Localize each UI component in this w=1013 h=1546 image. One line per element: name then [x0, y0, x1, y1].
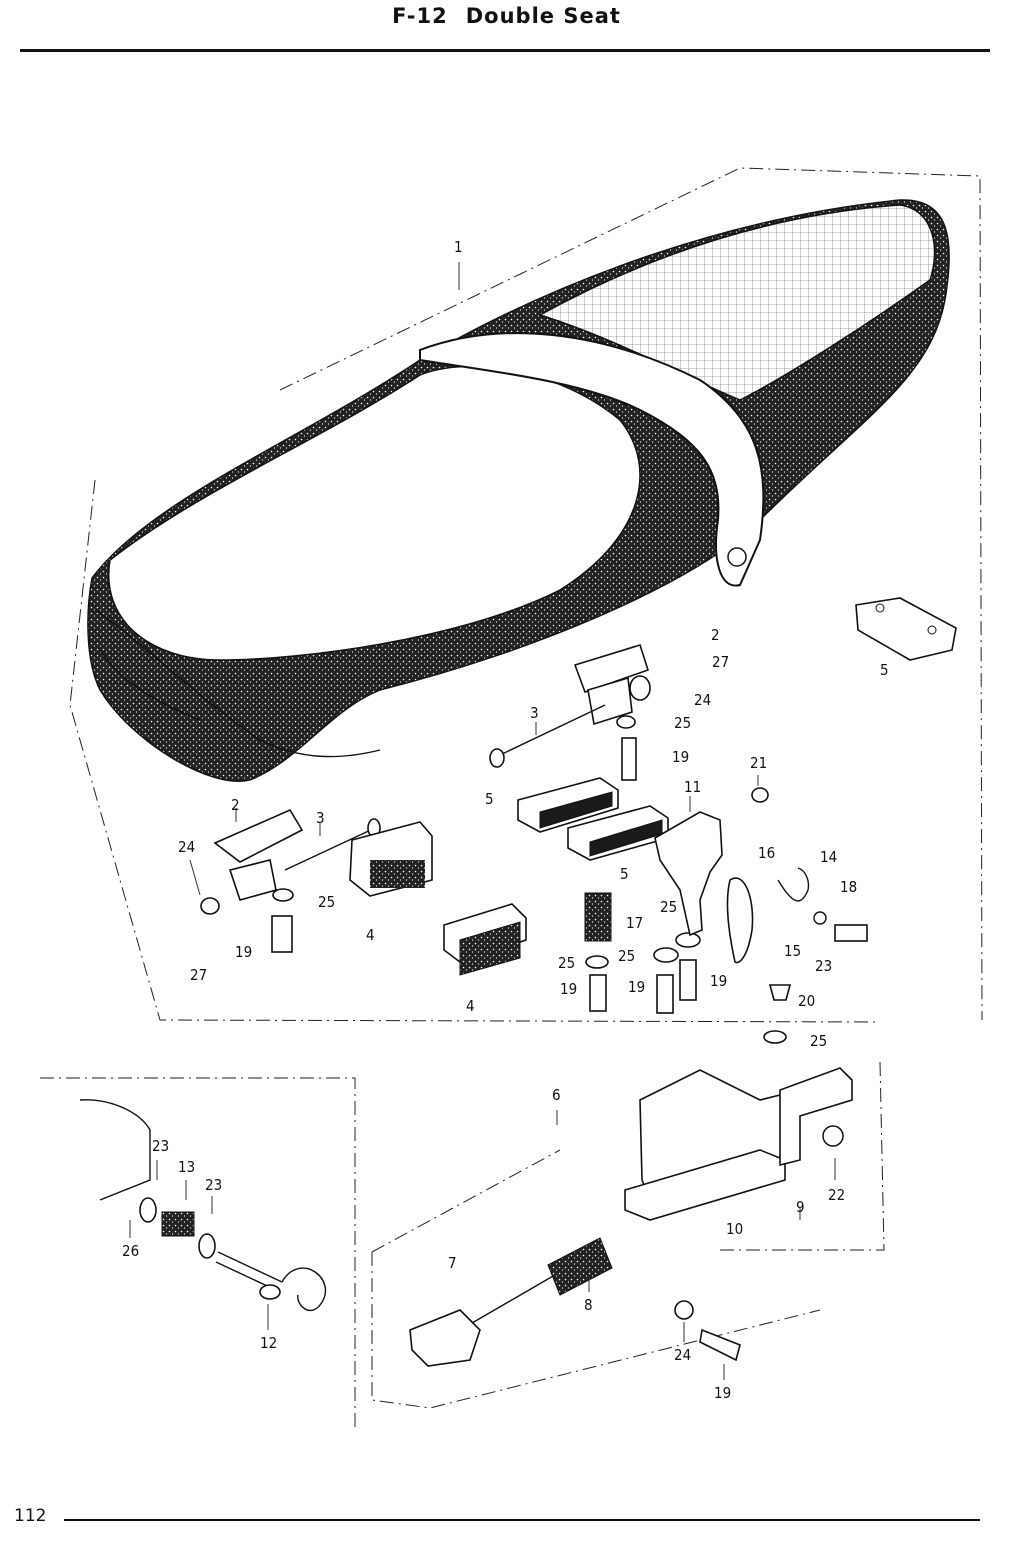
callout-25: 25 [660, 898, 677, 916]
page-number: 112 [14, 1506, 47, 1526]
callout-25: 25 [810, 1032, 827, 1050]
spring-and-fasteners [584, 787, 868, 1044]
figure-title: Double Seat [465, 4, 621, 28]
seat-bracket-right [855, 597, 957, 661]
callout-5: 5 [485, 790, 494, 808]
callout-25: 25 [558, 954, 575, 972]
callout-3: 3 [530, 704, 539, 722]
callout-7: 7 [448, 1254, 457, 1272]
seat-lock-assembly [409, 1067, 853, 1367]
callout-20: 20 [798, 992, 815, 1010]
callout-1: 1 [454, 238, 463, 256]
seat-bracket-4-lower [443, 903, 527, 976]
callout-24: 24 [674, 1346, 691, 1364]
callout-19: 19 [560, 980, 577, 998]
callout-19: 19 [710, 972, 727, 990]
figure-code: F-12 [392, 4, 448, 28]
callout-23: 23 [205, 1176, 222, 1194]
callout-2: 2 [231, 796, 240, 814]
callout-27: 27 [190, 966, 207, 984]
inset-seat-hook [79, 1099, 327, 1312]
phantom-boundaries [40, 167, 983, 1432]
callout-13: 13 [178, 1158, 195, 1176]
double-seat [87, 199, 950, 782]
callout-25: 25 [318, 893, 335, 911]
callout-11: 11 [684, 778, 701, 796]
hinge-assembly-upper [489, 644, 651, 781]
callout-8: 8 [584, 1296, 593, 1314]
callout-4: 4 [366, 926, 375, 944]
callout-18: 18 [840, 878, 857, 896]
callout-4: 4 [466, 997, 475, 1015]
callout-23: 23 [815, 957, 832, 975]
callout-labels: 1 2 27 5 24 3 25 19 21 5 11 2 3 24 16 14… [122, 238, 889, 1402]
callout-23: 23 [152, 1137, 169, 1155]
callout-9: 9 [796, 1198, 805, 1216]
callout-21: 21 [750, 754, 767, 772]
callout-19: 19 [714, 1384, 731, 1402]
callout-3: 3 [316, 809, 325, 827]
callout-26: 26 [122, 1242, 139, 1260]
callout-10: 10 [726, 1220, 743, 1238]
callout-12: 12 [260, 1334, 277, 1352]
callout-5: 5 [620, 865, 629, 883]
hinge-assembly-lower [200, 808, 381, 953]
callout-17: 17 [626, 914, 643, 932]
callout-6: 6 [552, 1086, 561, 1104]
callout-2: 2 [711, 626, 720, 644]
callout-27: 27 [712, 653, 729, 671]
seat-brackets-middle [517, 777, 669, 861]
callout-5: 5 [880, 661, 889, 679]
leader-lines [129, 262, 836, 1380]
header-rule [20, 49, 990, 52]
callout-24: 24 [178, 838, 195, 856]
callout-14: 14 [820, 848, 837, 866]
callout-24: 24 [694, 691, 711, 709]
lock-bracket [654, 811, 754, 964]
callout-19: 19 [628, 978, 645, 996]
footer-rule [64, 1519, 980, 1521]
seat-bracket-4-upper [349, 821, 433, 897]
callout-19: 19 [672, 748, 689, 766]
callout-15: 15 [784, 942, 801, 960]
callout-16: 16 [758, 844, 775, 862]
callout-22: 22 [828, 1186, 845, 1204]
callout-25: 25 [674, 714, 691, 732]
callout-19: 19 [235, 943, 252, 961]
page-title: F-12 Double Seat [0, 4, 1013, 28]
callout-25: 25 [618, 947, 635, 965]
